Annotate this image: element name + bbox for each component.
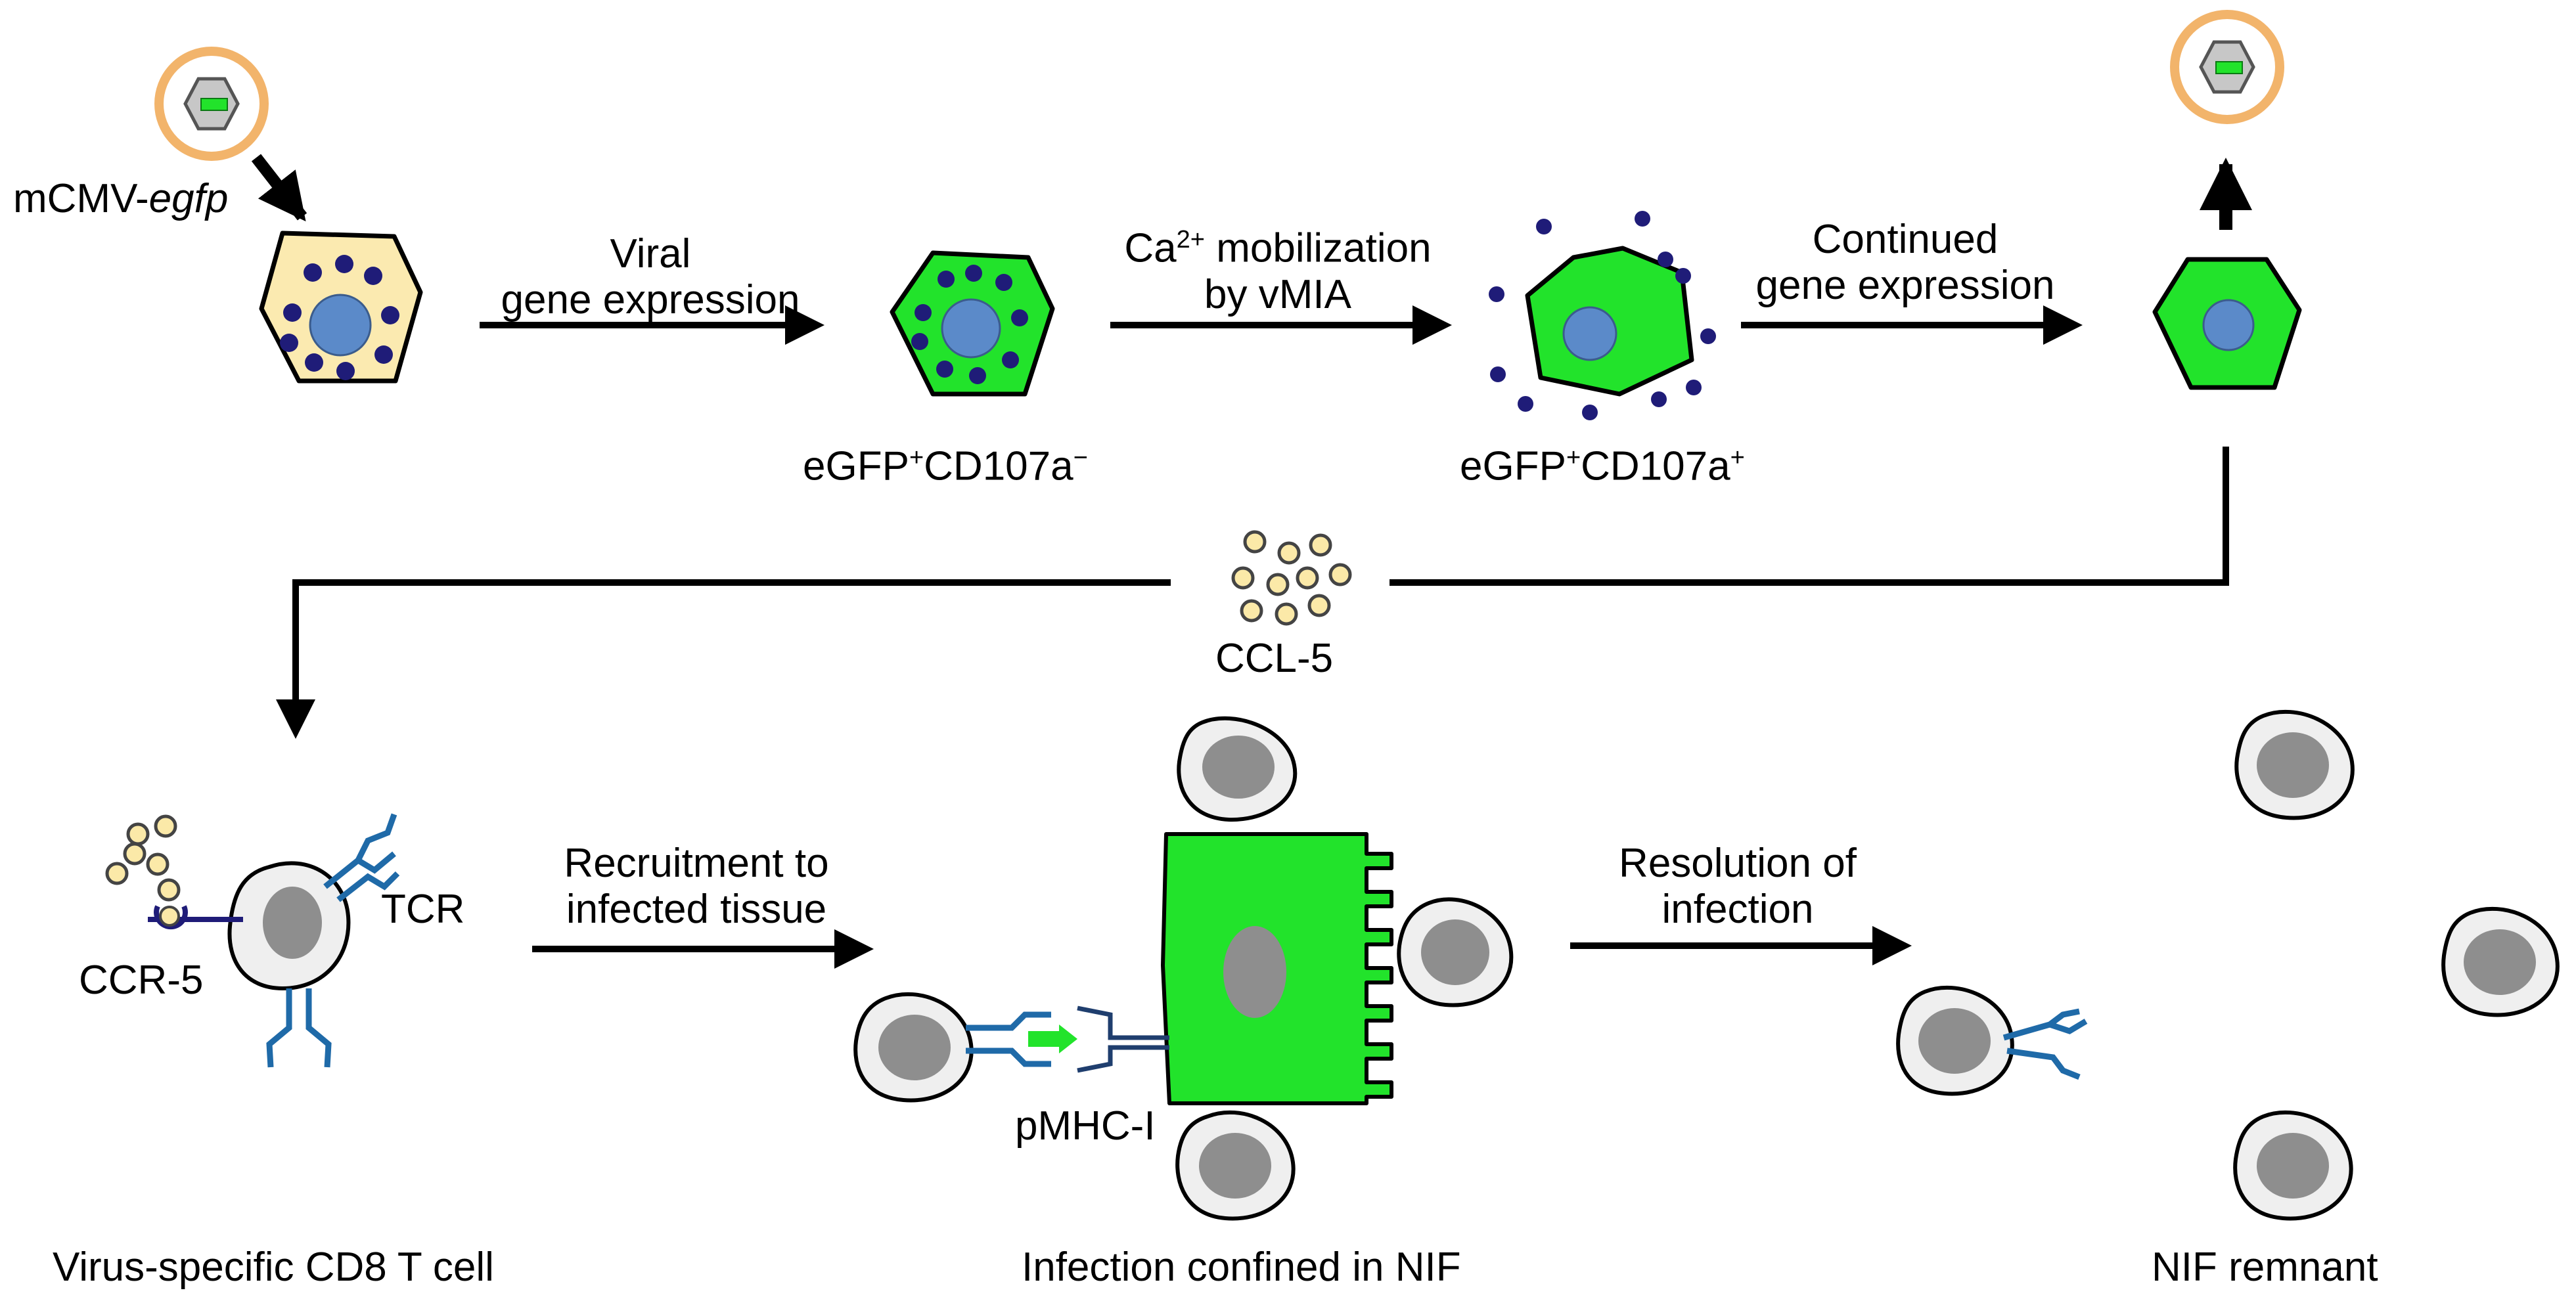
virion-icon — [154, 47, 269, 161]
pmhc-label: pMHC-I — [1015, 1103, 1156, 1149]
egfp-cell-cd107a-negative — [890, 250, 1055, 397]
ca-mobilization-label: Ca2+ mobilization by vMIA — [1124, 225, 1432, 317]
ccr5-receptor — [148, 905, 243, 930]
viral-gene-expression-label: Viral gene expression — [501, 231, 800, 322]
ccl5-label: CCL-5 — [1215, 636, 1334, 681]
ccl5-connector-arrow — [276, 579, 1171, 739]
surrounding-cells-nif — [853, 716, 1514, 1221]
uninfected-cell — [259, 231, 423, 384]
caption-tcell: Virus-specific CD8 T cell — [53, 1245, 494, 1290]
ccr5-label: CCR-5 — [79, 958, 204, 1003]
cd8-t-cell — [227, 861, 351, 991]
egfp-cell-cd107a-positive — [1489, 211, 1716, 420]
virus-label: mCMV-egfp — [13, 176, 229, 221]
progeny-virion-icon — [2170, 10, 2284, 124]
tcr-receptor-upper — [323, 813, 400, 902]
infection-arrow — [251, 154, 307, 222]
state1-label: eGFP+CD107a− — [803, 443, 1088, 489]
tcr-receptor-lower — [266, 988, 332, 1068]
remnant-tcr — [2002, 1008, 2088, 1080]
caption-nif: Infection confined in NIF — [1022, 1245, 1461, 1290]
recruitment-label: Recruitment to infected tissue — [564, 841, 829, 932]
continued-gene-expression-label: Continued gene expression — [1755, 217, 2055, 308]
ccl5-connector-line — [1390, 447, 2229, 586]
resolution-label: Resolution of infection — [1619, 841, 1857, 932]
tcr-label: TCR — [381, 887, 465, 932]
state2-label: eGFP+CD107a+ — [1460, 443, 1745, 489]
ccl5-chemokines — [1231, 530, 1352, 626]
infected-epithelial-cell — [1161, 832, 1393, 1105]
caption-remnant: NIF remnant — [2152, 1245, 2378, 1290]
remnant-cells — [1896, 709, 2560, 1221]
immunological-synapse — [966, 1005, 1169, 1073]
ccr5-chemokines — [105, 814, 181, 902]
virus-producing-cell — [2152, 257, 2302, 390]
